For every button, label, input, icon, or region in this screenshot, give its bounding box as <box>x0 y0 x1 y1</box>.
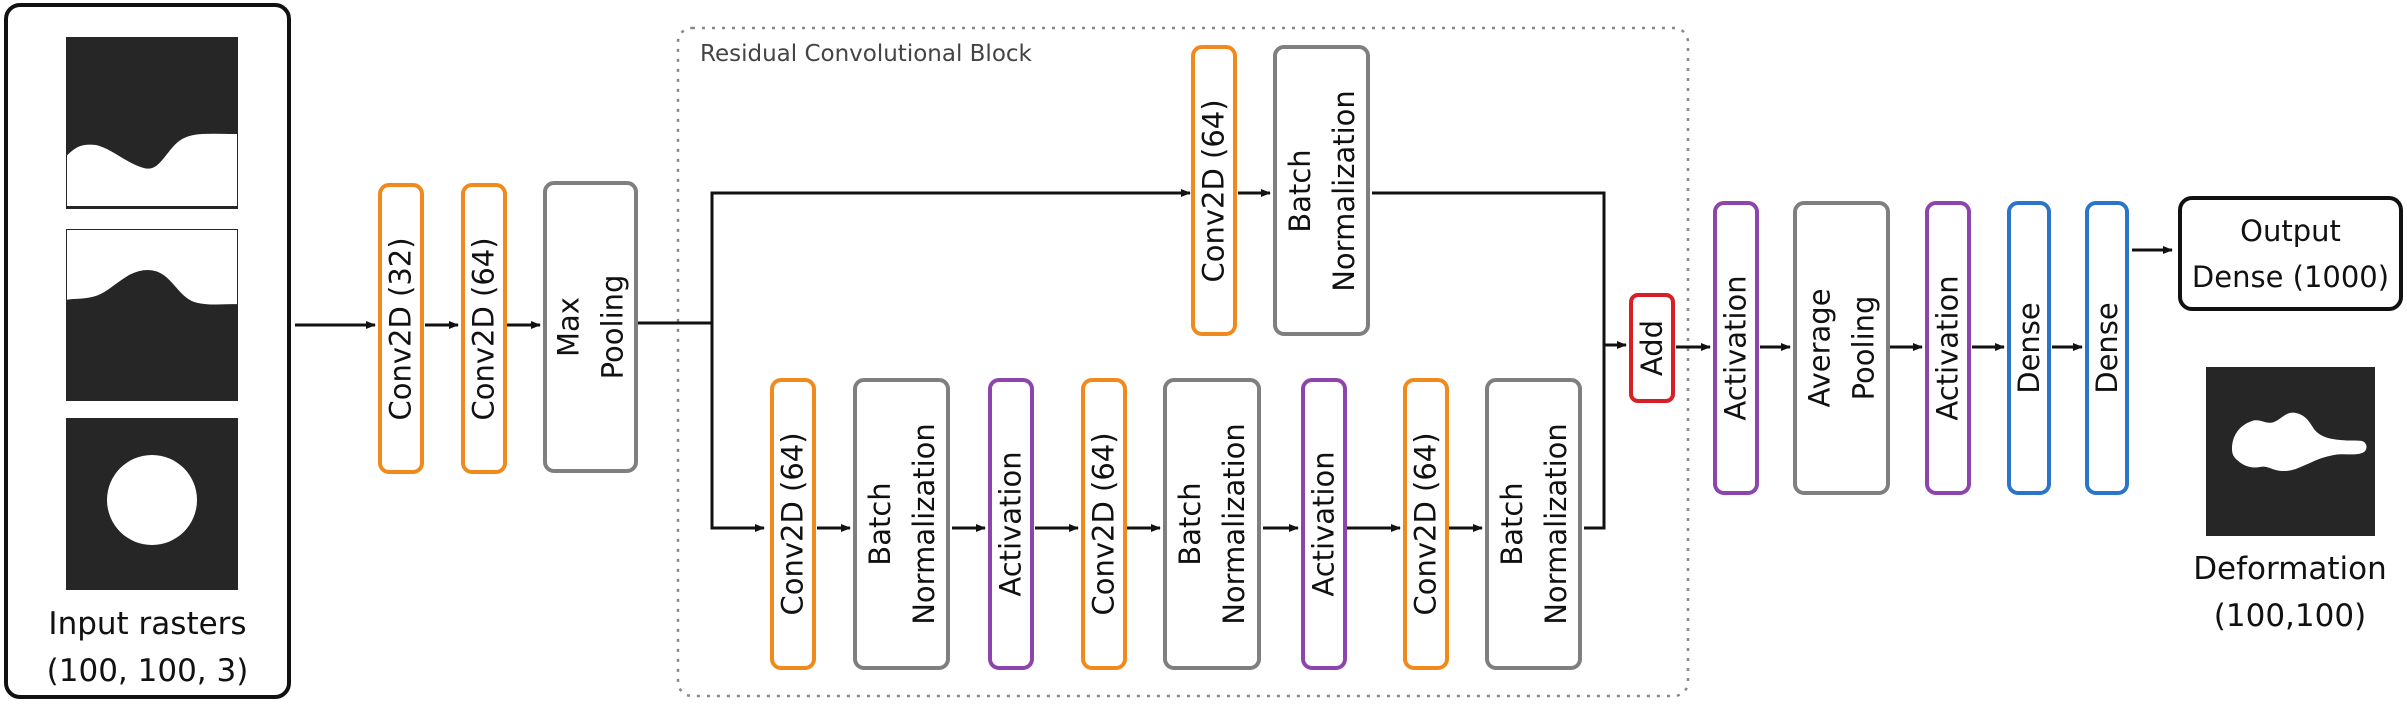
residual-block-title: Residual Convolutional Block <box>700 41 1032 67</box>
main-batch-norm-layer-1: Batch Normalization <box>853 378 950 670</box>
main-conv2d-64-label-2: Conv2D (64) <box>1087 432 1121 616</box>
main-conv2d-64-layer-1: Conv2D (64) <box>770 378 816 670</box>
deformation-label: Deformation (100,100) <box>2170 546 2407 640</box>
input-label-line1: Input rasters <box>48 606 247 642</box>
main-activation-label-1: Activation <box>994 451 1028 597</box>
main-batch-norm-1-line2: Normalization <box>906 423 941 625</box>
head-activation-label-1: Activation <box>1719 275 1753 421</box>
shortcut-conv2d-64-label: Conv2D (64) <box>1197 98 1231 283</box>
main-batch-norm-2-line2: Normalization <box>1217 423 1251 625</box>
main-batch-norm-3-line2: Normalization <box>1538 423 1573 625</box>
add-label: Add <box>1635 319 1669 377</box>
conv2d-32-label: Conv2D (32) <box>384 236 418 421</box>
main-batch-norm-layer-2: Batch Normalization <box>1163 378 1261 670</box>
conv2d-32-layer: Conv2D (32) <box>378 183 424 474</box>
main-conv2d-64-label-3: Conv2D (64) <box>1409 432 1443 616</box>
main-batch-norm-layer-3: Batch Normalization <box>1485 378 1582 670</box>
conv2d-64-stem-layer: Conv2D (64) <box>461 183 507 474</box>
average-pooling-layer: Average Pooling <box>1793 201 1890 495</box>
residual-block-outline <box>676 26 1690 698</box>
main-activation-layer-2: Activation <box>1301 378 1347 670</box>
main-batch-norm-3-line1: Batch <box>1494 482 1529 566</box>
shortcut-batch-norm-line2: Normalization <box>1326 89 1361 292</box>
average-pooling-line1: Average <box>1802 288 1837 408</box>
shortcut-batch-norm-layer: Batch Normalization <box>1273 45 1370 336</box>
input-raster-3 <box>66 418 238 590</box>
deformation-raster <box>2206 367 2375 536</box>
average-pooling-label: Average Pooling <box>1798 288 1886 407</box>
input-raster-2 <box>66 229 238 401</box>
input-shape-label: (100, 100, 3) <box>46 653 249 689</box>
main-batch-norm-label-3: Batch Normalization <box>1490 423 1578 625</box>
output-label-line2: Dense (1000) <box>2191 259 2390 294</box>
main-conv2d-64-layer-2: Conv2D (64) <box>1081 378 1127 670</box>
average-pooling-line2: Pooling <box>1846 295 1881 401</box>
head-activation-layer-2: Activation <box>1925 201 1971 495</box>
dense-label-1: Dense <box>2012 302 2047 394</box>
main-batch-norm-1-line1: Batch <box>862 482 897 566</box>
output-dense-layer: Output Dense (1000) <box>2178 196 2403 311</box>
shortcut-conv2d-64-layer: Conv2D (64) <box>1191 45 1237 336</box>
main-activation-layer-1: Activation <box>988 378 1034 670</box>
conv2d-64-stem-label: Conv2D (64) <box>467 236 501 421</box>
deformation-label-line1: Deformation <box>2193 551 2387 587</box>
deformation-shape-label: (100,100) <box>2213 598 2367 634</box>
max-pooling-label: Max Pooling <box>547 275 635 380</box>
main-batch-norm-2-line1: Batch <box>1173 482 1207 566</box>
shortcut-batch-norm-label: Batch Normalization <box>1278 90 1366 292</box>
input-rasters-panel: Input rasters (100, 100, 3) <box>4 3 291 699</box>
max-pooling-label-line1: Max <box>551 297 586 357</box>
main-batch-norm-label-1: Batch Normalization <box>858 423 946 625</box>
output-label-line1: Output <box>2240 213 2341 248</box>
main-conv2d-64-label-1: Conv2D (64) <box>776 432 810 616</box>
head-activation-label-2: Activation <box>1931 275 1965 421</box>
max-pooling-label-line2: Pooling <box>595 274 630 380</box>
output-dense-label: Output Dense (1000) <box>2192 208 2389 300</box>
dense-layer-2: Dense <box>2085 201 2129 495</box>
main-batch-norm-label-2: Batch Normalization <box>1168 423 1256 625</box>
input-label: Input rasters (100, 100, 3) <box>8 601 287 695</box>
max-pooling-layer: Max Pooling <box>543 181 638 473</box>
input-raster-1 <box>66 37 238 209</box>
dense-label-2: Dense <box>2090 302 2125 394</box>
main-activation-label-2: Activation <box>1307 451 1341 597</box>
main-conv2d-64-layer-3: Conv2D (64) <box>1403 378 1449 670</box>
shortcut-batch-norm-line1: Batch <box>1282 148 1317 233</box>
head-activation-layer-1: Activation <box>1713 201 1759 495</box>
add-layer: Add <box>1629 293 1675 403</box>
dense-layer-1: Dense <box>2007 201 2051 495</box>
